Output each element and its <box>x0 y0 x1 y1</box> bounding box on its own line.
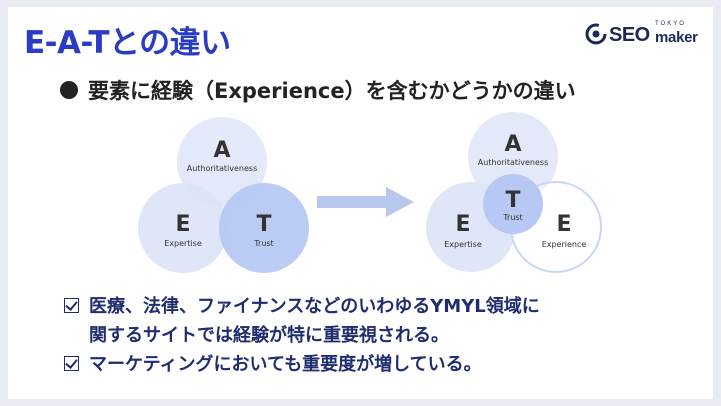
logo-mark-icon <box>585 23 607 45</box>
trust-circle <box>219 183 309 273</box>
t-letter: T <box>505 188 520 213</box>
trust-label: Trust <box>253 239 273 248</box>
eat-venn-left: A Authoritativeness E Expertise T Trust <box>138 117 309 273</box>
bullet-dot-icon <box>60 81 78 99</box>
checkbox-icon <box>64 298 79 313</box>
checklist-item-text: 関するサイトでは経験が特に重要視される。 <box>89 325 449 346</box>
trust-circle <box>483 174 543 234</box>
authoritativeness-label: Authoritativeness <box>187 164 258 173</box>
checklist-item-continuation: 関するサイトでは経験が特に重要視される。 <box>64 321 540 350</box>
expertise-circle <box>138 183 228 273</box>
logo-maker-text: maker <box>655 29 698 46</box>
checklist-item: 医療、法律、ファイナンスなどのいわゆるYMYL領域に <box>64 292 540 321</box>
slide-title: E-A-Tとの違い <box>24 25 231 61</box>
eat-diagram: A Authoritativeness E Expertise T Trust … <box>138 112 602 273</box>
eeat-venn-right: A Authoritativeness T Trust E Expertise … <box>426 112 602 273</box>
a-letter: A <box>504 132 521 157</box>
slide: E-A-Tとの違い SEO TOKYO maker 要素に経験（Experien… <box>8 7 713 399</box>
authoritativeness-circle <box>468 112 558 202</box>
t-letter: T <box>256 212 271 237</box>
trust-label: Trust <box>502 213 522 222</box>
seo-maker-logo: SEO TOKYO maker <box>585 21 705 55</box>
checklist-item: マーケティングにおいても重要度が増している。 <box>64 350 540 379</box>
right-arrow-icon <box>317 187 414 217</box>
expertise-label: Expertise <box>164 239 202 248</box>
authoritativeness-label: Authoritativeness <box>478 158 549 167</box>
checkbox-icon <box>64 356 79 371</box>
experience-label: Experience <box>542 240 587 249</box>
experience-letter: E <box>556 212 571 237</box>
subtitle-text: 要素に経験（Experience）を含むかどうかの違い <box>88 79 576 103</box>
authoritativeness-circle <box>177 117 267 207</box>
logo-seo-text: SEO <box>609 24 650 46</box>
expertise-label: Expertise <box>444 240 482 249</box>
e-letter: E <box>455 212 470 237</box>
subtitle: 要素に経験（Experience）を含むかどうかの違い <box>60 75 576 105</box>
checklist-item-text: マーケティングにおいても重要度が増している。 <box>89 354 482 375</box>
e-letter: E <box>175 212 190 237</box>
a-letter: A <box>213 138 230 163</box>
checklist-item-text: 医療、法律、ファイナンスなどのいわゆるYMYL領域に <box>89 296 540 317</box>
checklist: 医療、法律、ファイナンスなどのいわゆるYMYL領域に 関するサイトでは経験が特に… <box>64 292 540 379</box>
logo-tokyo-text: TOKYO <box>655 21 686 27</box>
